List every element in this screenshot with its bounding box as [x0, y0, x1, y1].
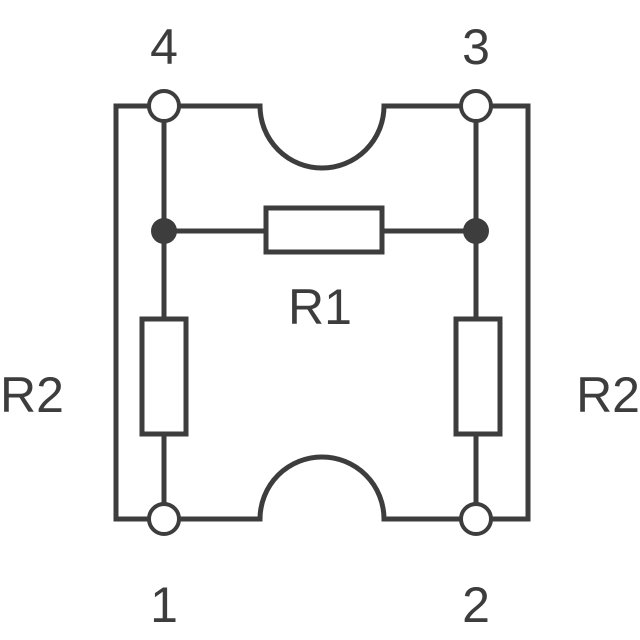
resistor-r2-right: [453, 316, 503, 437]
terminal-pin-3: [459, 89, 493, 123]
outer-frame-top: [113, 103, 531, 522]
r2-right-label: R2: [576, 367, 640, 423]
r1-label: R1: [288, 279, 352, 335]
resistor-r2-left: [139, 316, 189, 437]
r2-left-label: R2: [0, 367, 64, 423]
junction-dot-left: [151, 218, 177, 244]
pin-3-label: 3: [462, 19, 490, 75]
pin-2-label: 2: [462, 577, 490, 633]
terminal-pin-1: [147, 502, 181, 536]
junction-dot-right: [463, 218, 489, 244]
outer-frame-bottom: [164, 454, 476, 522]
terminal-pin-2: [459, 502, 493, 536]
pin-1-label: 1: [150, 577, 178, 633]
pin-4-label: 4: [150, 19, 178, 75]
terminal-pin-4: [147, 89, 181, 123]
resistor-r1: [263, 205, 385, 255]
